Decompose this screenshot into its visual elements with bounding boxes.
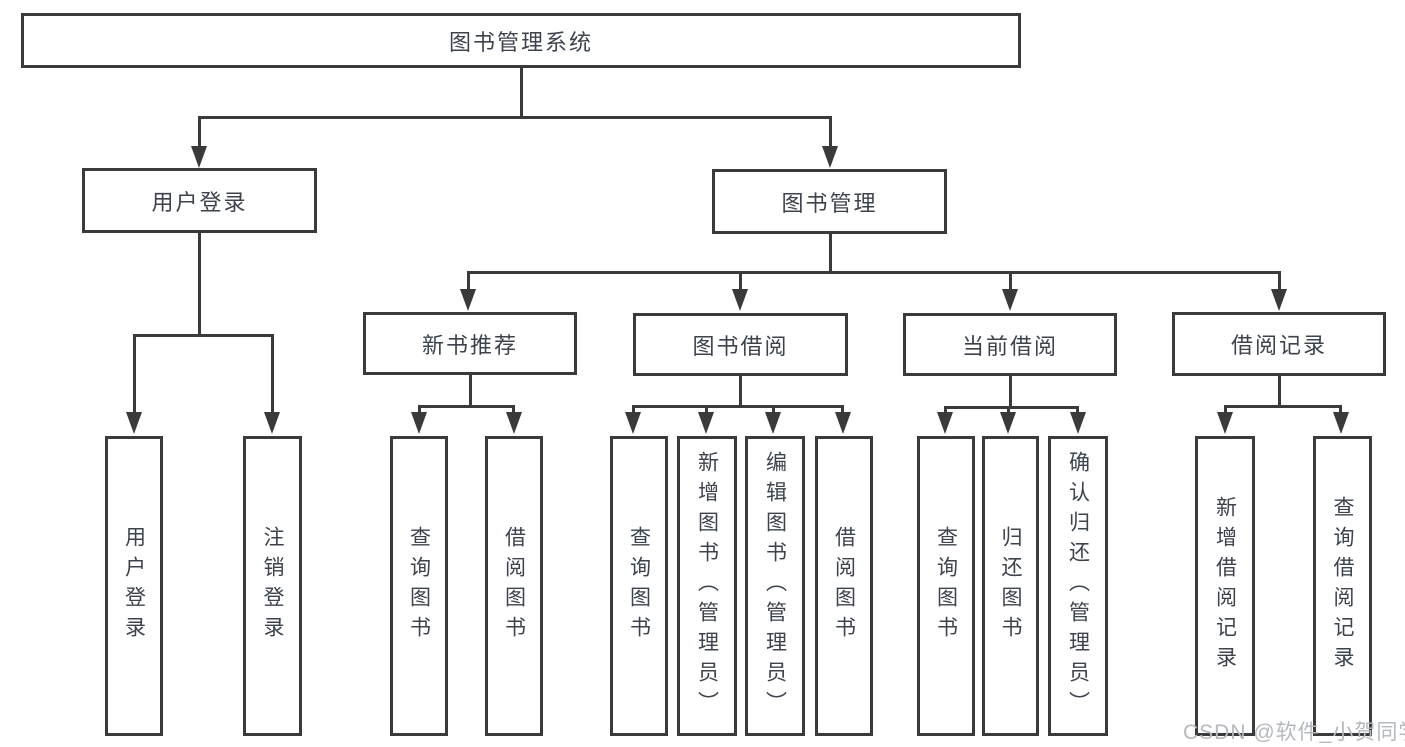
connector-line: [198, 233, 201, 337]
connector-line: [1278, 271, 1281, 291]
leaf-borrow-edit: 编辑图书（管理员）: [745, 436, 805, 736]
connector-line: [467, 271, 1281, 274]
leaf-borrow-query: 查询图书: [610, 436, 668, 736]
arrow-down-icon: [1271, 289, 1287, 311]
arrow-down-icon: [698, 412, 714, 434]
leaf-label: 查询图书: [407, 526, 431, 646]
connector-line: [469, 375, 472, 408]
arrow-down-icon: [765, 412, 781, 434]
connector-line: [512, 405, 515, 415]
leaf-label: 查询图书: [627, 526, 651, 646]
arrow-down-icon: [835, 412, 851, 434]
node-borrow-record: 借阅记录: [1172, 312, 1386, 376]
node-book-borrow: 图书借阅: [633, 313, 848, 376]
leaf-current-return: 归还图书: [982, 436, 1039, 736]
connector-line: [1007, 406, 1010, 415]
node-book-mgmt: 图书管理: [712, 169, 947, 234]
node-new-book: 新书推荐: [363, 312, 577, 375]
arrow-down-icon: [1070, 412, 1086, 434]
arrow-down-icon: [822, 146, 838, 168]
connector-line: [1009, 271, 1012, 291]
leaf-current-confirm: 确认归还（管理员）: [1048, 436, 1108, 736]
leaf-record-add: 新增借阅记录: [1195, 436, 1255, 736]
node-user-login-label: 用户登录: [151, 189, 248, 215]
arrow-down-icon: [506, 412, 522, 434]
arrow-down-icon: [126, 412, 142, 434]
leaf-current-query: 查询图书: [917, 436, 975, 736]
arrow-down-icon: [1333, 412, 1349, 434]
leaf-logout: 注销登录: [243, 436, 302, 736]
watermark-text: CSDN @软件_小贺同学: [1183, 721, 1405, 744]
connector-line: [841, 405, 844, 415]
leaf-label: 借阅图书: [502, 526, 526, 646]
connector-line: [1076, 406, 1079, 415]
leaf-label: 新增借阅记录: [1213, 496, 1237, 676]
leaf-user-login: 用户登录: [105, 436, 163, 736]
connector-line: [467, 271, 470, 291]
leaf-label: 注销登录: [261, 526, 284, 646]
connector-line: [829, 116, 832, 148]
connector-line: [632, 405, 844, 408]
arrow-down-icon: [411, 412, 427, 434]
connector-line: [739, 271, 742, 291]
connector-line: [829, 234, 832, 274]
node-current-borrow-label: 当前借阅: [961, 333, 1058, 359]
arrow-down-icon: [937, 412, 953, 434]
node-borrow-record-label: 借阅记录: [1230, 333, 1327, 358]
arrow-down-icon: [191, 146, 207, 168]
leaf-borrow-book: 借阅图书: [815, 436, 873, 736]
connector-line: [1009, 376, 1012, 409]
node-new-book-label: 新书推荐: [421, 332, 518, 358]
leaf-label: 编辑图书（管理员）: [763, 451, 787, 721]
arrow-down-icon: [625, 412, 641, 434]
node-user-login: 用户登录: [82, 168, 317, 233]
connector-line: [418, 405, 421, 415]
connector-line: [198, 116, 832, 119]
connector-line: [418, 405, 515, 408]
leaf-label: 确认归还（管理员）: [1066, 451, 1090, 721]
arrow-down-icon: [1217, 412, 1233, 434]
leaf-record-query: 查询借阅记录: [1313, 436, 1372, 736]
arrow-down-icon: [264, 412, 280, 434]
node-root-label: 图书管理系统: [448, 29, 593, 55]
leaf-label: 查询借阅记录: [1331, 496, 1354, 676]
leaf-newbook-query: 查询图书: [390, 436, 448, 736]
connector-line: [133, 334, 273, 337]
arrow-down-icon: [1002, 289, 1018, 311]
node-book-mgmt-label: 图书管理: [781, 190, 878, 216]
connector-line: [1339, 405, 1342, 415]
connector-line: [271, 334, 274, 414]
leaf-label: 查询图书: [934, 526, 958, 646]
leaf-label: 新增图书（管理员）: [695, 451, 719, 721]
connector-line: [520, 66, 523, 118]
connector-line: [632, 405, 635, 415]
arrow-down-icon: [460, 289, 476, 311]
node-book-borrow-label: 图书借阅: [692, 333, 789, 359]
leaf-label: 归还图书: [999, 526, 1022, 646]
node-current-borrow: 当前借阅: [903, 313, 1117, 376]
connector-line: [198, 116, 201, 148]
connector-line: [705, 405, 708, 415]
connector-line: [772, 405, 775, 415]
leaf-newbook-borrow: 借阅图书: [485, 436, 543, 736]
connector-line: [944, 406, 947, 415]
connector-line: [944, 406, 1079, 409]
connector-line: [1224, 405, 1342, 408]
connector-line: [739, 376, 742, 408]
arrow-down-icon: [1000, 412, 1016, 434]
connector-line: [133, 334, 136, 414]
connector-line: [1224, 405, 1227, 415]
connector-line: [1278, 376, 1281, 408]
arrow-down-icon: [732, 289, 748, 311]
leaf-borrow-add: 新增图书（管理员）: [677, 436, 737, 736]
node-root: 图书管理系统: [21, 13, 1021, 68]
leaf-label: 用户登录: [122, 526, 146, 646]
leaf-label: 借阅图书: [832, 526, 856, 646]
